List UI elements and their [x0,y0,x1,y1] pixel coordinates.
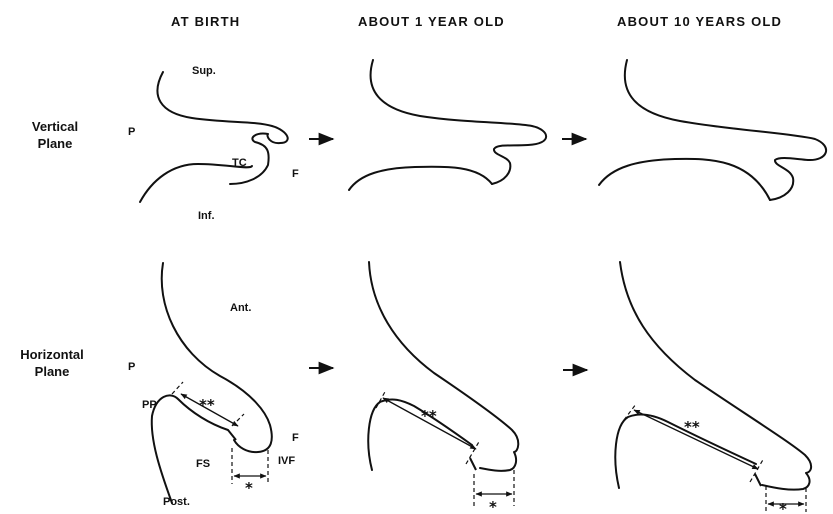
birth-double-star-marker: ** [199,396,215,414]
horizontal-10yr-anterior-contour [620,262,811,490]
1yr-double-star-marker: ** [421,407,437,425]
10yr-double-star-marker: ** [684,418,700,436]
horizontal-1yr-anterior-contour [369,262,518,471]
vertical-1yr-lower-contour [349,167,492,190]
1yr-single-star-marker: * [489,498,497,514]
1yr-dashed-line-fs [466,440,480,464]
vertical-10yr-upper-contour [625,60,826,200]
10yr-dashed-line-pp [624,404,636,420]
birth-fs-wall-mark [228,430,236,440]
10yr-single-star-marker: * [779,500,787,514]
1yr-fs-wall-mark [470,458,476,470]
birth-dashed-line-pp [172,382,183,394]
10yr-fs-wall-mark [755,474,761,486]
birth-single-star-marker: * [245,479,253,497]
vertical-10yr-lower-contour [599,159,770,200]
horizontal-birth-anterior-contour [162,263,272,452]
vertical-1yr-upper-contour [371,60,547,184]
horizontal-birth-posterior-contour [152,395,228,503]
